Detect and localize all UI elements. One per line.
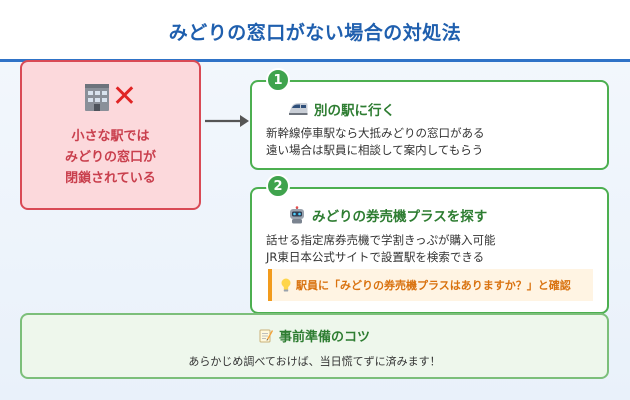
step-1-badge: 1 [266,68,290,92]
arrow-icon [205,115,249,127]
prep-text: あらかじめ調べておけば、当日慌てずに済みます！ [188,355,441,368]
problem-box: ✕ 小さな駅では みどりの窓口が 閉鎖されている [20,60,201,210]
prep-title: 事前準備のコツ [278,330,370,345]
step-card-1: 別の駅に行く 新幹線停車駅なら大抵みどりの窓口がある 遠い場合は駅員に相談して案… [250,80,609,170]
step-2-badge: 2 [266,174,290,198]
page-title: みどりの窓口がない場合の対処法 [168,22,462,44]
prep-title-row: 事前準備のコツ [22,326,607,345]
step-2-body: 話せる指定席券売機で学割きっぷが購入可能 JR東日本公式サイトで設置駅を検索でき… [266,233,496,264]
train-icon [289,103,308,115]
step-1-title-row: 別の駅に行く [288,99,395,119]
cross-icon: ✕ [111,79,138,114]
tip-callout: 駅員に「みどりの券売機プラスはありますか？」と確認 [268,269,593,301]
lightbulb-icon [281,278,291,292]
prep-box: 事前準備のコツ あらかじめ調べておけば、当日慌てずに済みます！ [20,313,609,379]
problem-text: 小さな駅では みどりの窓口が 閉鎖されている [64,129,156,186]
header: みどりの窓口がない場合の対処法 [0,0,630,62]
step-2-title-row: みどりの券売機プラスを探す [288,205,487,225]
step-1-title: 別の駅に行く [314,103,395,119]
tip-text: 駅員に「みどりの券売機プラスはありますか？」と確認 [296,279,571,292]
building-icon [84,84,109,111]
robot-icon [290,206,304,224]
step-card-2: みどりの券売機プラスを探す 話せる指定席券売機で学割きっぷが購入可能 JR東日本… [250,187,609,314]
step-1-body: 新幹線停車駅なら大抵みどりの窓口がある 遠い場合は駅員に相談して案内してもらう [266,126,485,157]
step-2-title: みどりの券売機プラスを探す [312,209,488,225]
memo-icon [259,329,273,343]
closed-station-icon: ✕ [84,80,137,114]
